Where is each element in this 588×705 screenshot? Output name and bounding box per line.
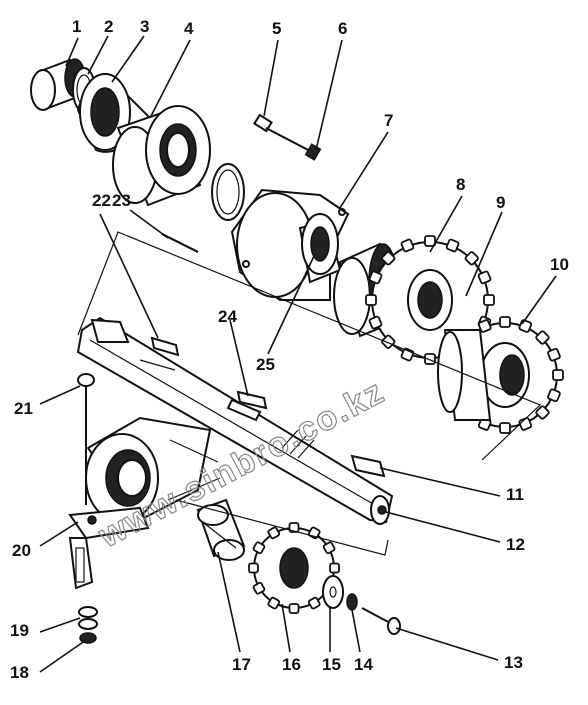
sprocket-tooth — [288, 603, 300, 614]
sprocket-tooth — [535, 330, 550, 345]
callout-14: 14 — [354, 655, 373, 674]
callout-1: 1 — [72, 17, 81, 36]
callout-18: 18 — [10, 663, 29, 682]
callout-23: 23 — [112, 191, 131, 210]
callout-21: 21 — [14, 399, 33, 418]
part-7-flanged-housing — [230, 188, 350, 301]
sprocket-tooth — [252, 541, 266, 555]
callout-12: 12 — [506, 535, 525, 554]
sprocket-tooth — [368, 315, 383, 330]
part-15-washer — [322, 575, 344, 609]
snap-ring — [211, 163, 245, 221]
part-23-pin — [161, 233, 199, 253]
part-5-bolt — [253, 113, 313, 153]
part-24-key — [236, 390, 268, 410]
part-9-sprocket — [365, 235, 495, 365]
sprocket-tooth — [252, 581, 266, 595]
callout-16: 16 — [282, 655, 301, 674]
part-14-lockwasher — [346, 593, 358, 611]
pillow-block-bearing — [85, 416, 221, 523]
sprocket-tooth — [368, 270, 383, 285]
sprocket-tooth — [552, 369, 564, 381]
callout-17: 17 — [232, 655, 251, 674]
sprocket-tooth — [329, 562, 340, 574]
callout-13: 13 — [504, 653, 523, 672]
sprocket-tooth — [365, 294, 377, 306]
callout-5: 5 — [272, 19, 281, 38]
callout-15: 15 — [322, 655, 341, 674]
callout-4: 4 — [184, 19, 194, 38]
callout-24: 24 — [218, 307, 237, 326]
part-11-key — [350, 454, 386, 478]
sprocket-tooth — [248, 562, 259, 574]
part-20-bracket — [68, 506, 150, 590]
sprocket-tooth — [288, 522, 300, 533]
sprocket-tooth — [483, 294, 495, 306]
sprocket-tooth — [267, 526, 281, 540]
part-17-sleeve — [196, 498, 246, 561]
callout-25: 25 — [256, 355, 275, 374]
sprocket-tooth — [547, 347, 561, 362]
part-6-nut — [304, 143, 322, 161]
callout-20: 20 — [12, 541, 31, 560]
sprocket-tooth — [499, 316, 511, 328]
sprocket-tooth — [547, 388, 561, 403]
part-21-bolt — [77, 373, 95, 505]
sprocket-tooth — [381, 251, 396, 266]
sprocket-tooth — [307, 596, 321, 610]
callout-9: 9 — [496, 193, 505, 212]
sprocket-tooth — [424, 235, 436, 247]
part-12-shaft — [76, 316, 394, 525]
part-19-washer — [78, 606, 98, 630]
part-13-bolt — [361, 607, 401, 635]
part-10-sprocket — [437, 316, 564, 434]
sprocket-tooth — [535, 405, 550, 420]
sprocket-tooth — [322, 541, 336, 555]
sprocket-tooth — [477, 319, 492, 333]
sprocket-tooth — [381, 334, 396, 349]
sprocket-tooth — [445, 238, 460, 253]
sprocket-tooth — [499, 422, 511, 434]
callout-6: 6 — [338, 19, 347, 38]
callout-22: 22 — [92, 191, 111, 210]
assembly-guide-lines — [77, 231, 542, 556]
callout-10: 10 — [550, 255, 569, 274]
callout-8: 8 — [456, 175, 465, 194]
callout-7: 7 — [384, 111, 393, 130]
callout-2: 2 — [104, 17, 113, 36]
sprocket-tooth — [477, 270, 492, 285]
sprocket-tooth — [267, 596, 281, 610]
callout-3: 3 — [140, 17, 149, 36]
sprocket-tooth — [400, 238, 415, 253]
callout-11: 11 — [506, 485, 524, 504]
leader-lines — [39, 35, 557, 673]
part-18-nut — [79, 632, 97, 644]
callout-19: 19 — [10, 621, 29, 640]
part-16-sprocket — [248, 522, 340, 614]
sprocket-tooth — [464, 251, 479, 266]
part-22-key — [150, 336, 180, 357]
part-4-bearing — [112, 105, 211, 207]
